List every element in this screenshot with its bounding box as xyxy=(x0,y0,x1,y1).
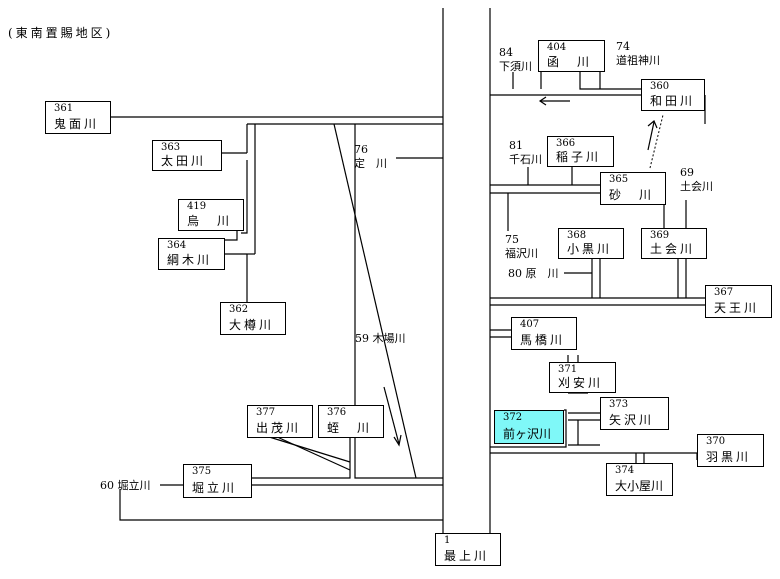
river-name: 矢沢川 xyxy=(609,413,655,427)
label-76-number: 76 xyxy=(354,143,368,156)
river-box-377[interactable]: 377 出茂川 xyxy=(247,405,313,438)
river-number: 376 xyxy=(327,407,347,418)
river-box-365[interactable]: 365 砂 川 xyxy=(600,172,666,205)
river-number: 366 xyxy=(556,138,576,149)
river-name: 砂 川 xyxy=(609,188,655,202)
river-name: 刈安川 xyxy=(558,376,604,390)
river-number: 364 xyxy=(167,240,187,251)
river-name: 蛭 川 xyxy=(327,421,373,435)
river-number: 370 xyxy=(706,436,726,447)
river-name: 烏 川 xyxy=(187,214,233,228)
river-number: 377 xyxy=(256,407,276,418)
river-box-419[interactable]: 419 烏 川 xyxy=(178,199,244,231)
label-76-name: 定 川 xyxy=(354,157,387,170)
river-name: 天王川 xyxy=(714,301,760,315)
river-number: 367 xyxy=(714,287,734,298)
river-number: 363 xyxy=(161,142,181,153)
river-box-366[interactable]: 366 稲子川 xyxy=(547,136,614,167)
label-81-name: 千石川 xyxy=(509,153,542,166)
river-box-362[interactable]: 362 大樽川 xyxy=(220,302,286,335)
river-box-376[interactable]: 376 蛭 川 xyxy=(318,405,384,438)
river-box-371[interactable]: 371 刈安川 xyxy=(549,362,616,393)
river-box-1[interactable]: 1 最上川 xyxy=(435,533,501,566)
river-box-373[interactable]: 373 矢沢川 xyxy=(600,397,669,430)
label-69-number: 69 xyxy=(680,166,694,179)
river-box-360[interactable]: 360 和田川 xyxy=(641,79,705,111)
river-box-369[interactable]: 369 土会川 xyxy=(641,228,707,259)
river-number: 372 xyxy=(503,412,523,423)
river-name: 函 川 xyxy=(547,55,593,69)
river-box-364[interactable]: 364 綱木川 xyxy=(158,238,225,270)
river-number: 374 xyxy=(615,465,635,476)
river-number: 407 xyxy=(520,319,540,330)
river-number: 404 xyxy=(547,42,567,53)
label-74-number: 74 xyxy=(616,40,630,53)
river-number: 419 xyxy=(187,201,207,212)
river-number: 361 xyxy=(54,103,74,114)
river-number: 362 xyxy=(229,304,249,315)
river-name: 馬橋川 xyxy=(520,333,566,347)
river-name: 堀立川 xyxy=(192,481,238,495)
label-60: 60 堀立川 xyxy=(100,479,151,492)
river-name: 出茂川 xyxy=(256,421,302,435)
river-name: 前ヶ沢川 xyxy=(503,427,552,441)
river-name: 小黒川 xyxy=(567,242,613,256)
river-name: 大小屋川 xyxy=(615,479,664,493)
river-box-372[interactable]: 372 前ヶ沢川 xyxy=(494,410,564,444)
river-box-374[interactable]: 374 大小屋川 xyxy=(606,463,673,496)
river-name: 稲子川 xyxy=(556,150,602,164)
river-box-363[interactable]: 363 太田川 xyxy=(152,140,222,171)
river-box-404[interactable]: 404 函 川 xyxy=(538,40,605,72)
river-number: 371 xyxy=(558,364,578,375)
river-name: 鬼面川 xyxy=(54,117,100,131)
river-number: 1 xyxy=(444,535,451,546)
river-box-407[interactable]: 407 馬橋川 xyxy=(511,317,577,350)
river-number: 360 xyxy=(650,81,670,92)
label-84-number: 84 xyxy=(499,46,513,59)
river-name: 和田川 xyxy=(650,94,696,108)
label-75-name: 福沢川 xyxy=(505,247,538,260)
label-74-name: 道祖神川 xyxy=(616,54,660,67)
label-80: 80 原 川 xyxy=(508,267,559,280)
label-81-number: 81 xyxy=(509,139,523,152)
river-box-375[interactable]: 375 堀立川 xyxy=(183,464,252,498)
region-title: (東南置賜地区) xyxy=(8,26,114,40)
label-84-name: 下須川 xyxy=(499,60,532,73)
label-75-number: 75 xyxy=(505,233,519,246)
river-name: 最上川 xyxy=(444,549,490,563)
river-name: 羽黒川 xyxy=(706,450,752,464)
river-box-367[interactable]: 367 天王川 xyxy=(705,285,772,318)
river-number: 373 xyxy=(609,399,629,410)
river-name: 綱木川 xyxy=(167,253,213,267)
river-number: 368 xyxy=(567,230,587,241)
river-number: 369 xyxy=(650,230,670,241)
river-box-368[interactable]: 368 小黒川 xyxy=(558,228,624,259)
river-box-361[interactable]: 361 鬼面川 xyxy=(45,101,111,134)
river-number: 365 xyxy=(609,174,629,185)
river-name: 太田川 xyxy=(161,154,207,168)
label-59: 59 木場川 xyxy=(355,332,406,345)
river-name: 大樽川 xyxy=(229,318,275,332)
river-name: 土会川 xyxy=(650,242,696,256)
river-box-370[interactable]: 370 羽黒川 xyxy=(697,434,764,467)
river-number: 375 xyxy=(192,466,212,477)
label-69-name: 土会川 xyxy=(680,180,713,193)
